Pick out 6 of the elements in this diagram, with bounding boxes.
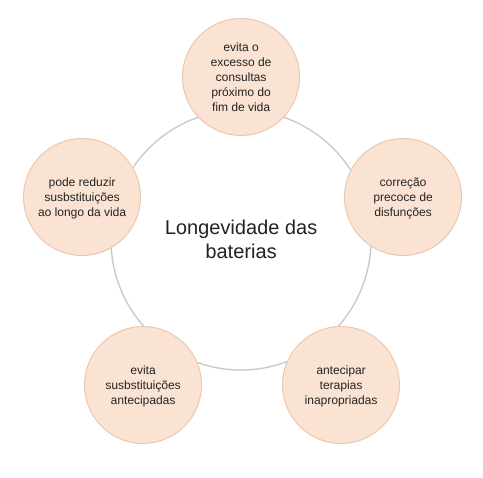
node-label: antecipar terapias inapropriadas (304, 362, 378, 408)
node-label: correção precoce de disfunções (372, 174, 434, 220)
node-label: evita susbstituições antecipadas (104, 362, 182, 408)
node-label: evita o excesso de consultas próximo do fim de vida (210, 40, 272, 114)
center-title: Longevidade das baterias (164, 216, 318, 264)
node-label: pode reduzir susbstituições ao longo da vida (36, 174, 128, 220)
